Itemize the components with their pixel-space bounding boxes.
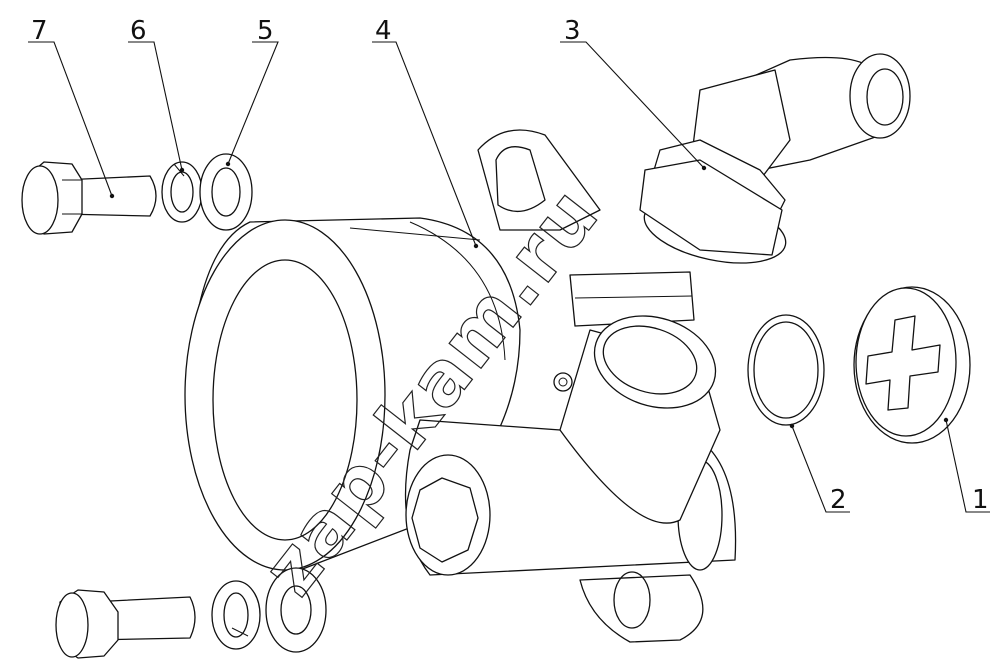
callout-6: 6 [130, 16, 147, 46]
elbow-fitting [639, 53, 911, 264]
flat-washer-top [199, 153, 253, 231]
spring-washer-top [161, 161, 203, 223]
o-ring [747, 314, 825, 426]
callout-5: 5 [257, 16, 274, 46]
flat-washer-bottom [265, 567, 327, 653]
callout-1: 1 [972, 485, 989, 515]
callout-4: 4 [375, 16, 392, 46]
bolt-top [21, 161, 157, 235]
bolt-bottom [55, 589, 196, 659]
housing-body [184, 129, 737, 643]
callout-2: 2 [830, 485, 847, 515]
callout-3: 3 [564, 16, 581, 46]
spring-washer-bottom [211, 580, 261, 650]
leader-lines [28, 41, 990, 513]
callout-7: 7 [31, 16, 48, 46]
drive-coupling [853, 286, 971, 444]
